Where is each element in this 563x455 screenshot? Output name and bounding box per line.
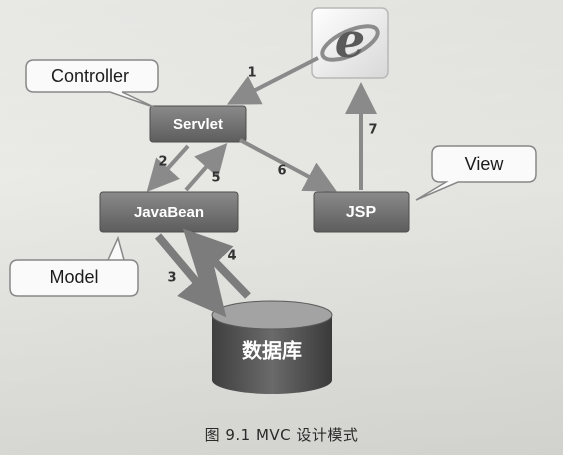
arrow-4: 4 (182, 228, 251, 299)
controller-label: Controller (51, 66, 129, 86)
arrow-2: 2 (146, 144, 190, 192)
view-callout: View (415, 145, 537, 201)
browser-icon: e (311, 7, 389, 79)
arrow-2-label: 2 (158, 155, 167, 170)
arrow-7: 7 (345, 82, 378, 190)
servlet-node: Servlet (149, 105, 247, 143)
arrow-1-label: 1 (247, 66, 256, 81)
jsp-node: JSP (313, 191, 410, 233)
model-label: Model (49, 267, 98, 287)
view-label: View (465, 154, 505, 174)
figure-caption: 图 9.1 MVC 设计模式 (204, 426, 359, 444)
svg-text:e: e (335, 13, 366, 69)
controller-callout: Controller (25, 59, 159, 109)
arrow-3: 3 (154, 233, 227, 318)
arrow-7-label: 7 (368, 123, 377, 138)
model-callout: Model (9, 235, 139, 297)
servlet-label: Servlet (173, 116, 223, 133)
arrow-6: 6 (239, 138, 338, 192)
javabean-label: JavaBean (134, 204, 204, 221)
javabean-node: JavaBean (99, 191, 239, 233)
arrow-3-label: 3 (167, 271, 176, 286)
arrow-5-label: 5 (211, 171, 220, 186)
jsp-label: JSP (346, 204, 377, 221)
arrow-6-label: 6 (277, 164, 286, 179)
arrow-5: 5 (184, 142, 228, 192)
database-label: 数据库 (242, 338, 302, 362)
arrow-1: 1 (226, 56, 319, 105)
database-node: 数据库 (211, 300, 333, 394)
arrow-4-label: 4 (227, 249, 236, 264)
